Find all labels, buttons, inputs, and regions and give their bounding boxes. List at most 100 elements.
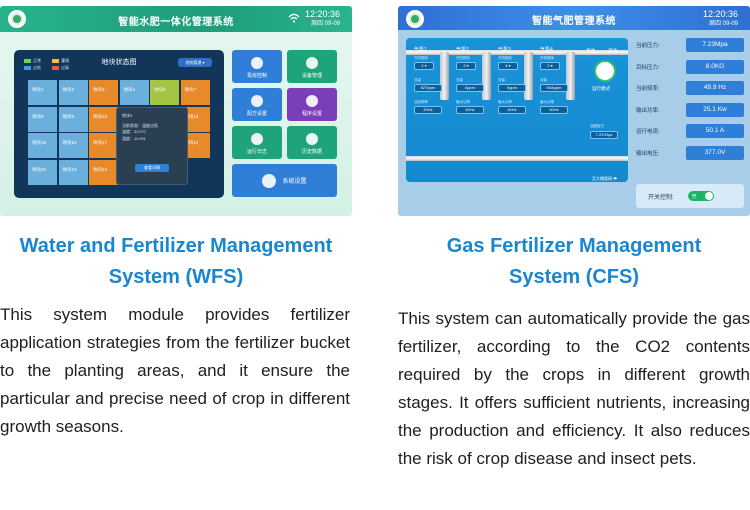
freq-label: 最大功率 — [456, 100, 470, 104]
function-tile[interactable]: 设备管理 — [287, 50, 337, 83]
readout-value: 8.0KG — [686, 59, 744, 74]
legend-swatch — [24, 59, 31, 63]
tile-icon — [251, 95, 263, 107]
tile-icon — [306, 57, 318, 69]
popup-title: 地块3 — [122, 113, 133, 118]
auto-mode-label[interactable]: 自动 — [608, 48, 617, 53]
legend-item: 灌溉 — [52, 58, 78, 64]
clock-date: 周四 09-09 — [708, 21, 738, 27]
plot-cell[interactable]: 地块7 — [180, 80, 210, 105]
plot-cell[interactable]: 地块3 — [89, 80, 118, 105]
tile-icon — [306, 95, 318, 107]
function-tiles: 泵房控制设备管理配方设置 程序设置运行日志 历史数据 — [232, 50, 337, 159]
plot-cell[interactable]: 地块8 — [28, 106, 57, 132]
gas-cylinder — [524, 52, 533, 100]
map-title: 地块状态图 — [101, 59, 137, 66]
plot-cell[interactable]: 地块23 — [58, 159, 88, 185]
tile-label: 配方设置 — [246, 111, 267, 117]
flow-value: 50Appm — [540, 84, 568, 92]
function-tile[interactable]: 程序设置 — [287, 88, 337, 121]
legend-item: 正常 — [24, 58, 50, 64]
order-select[interactable]: 4 ▾ — [498, 62, 518, 70]
order-select[interactable]: 1 ▾ — [414, 62, 434, 70]
tile-label: 历史数据 — [301, 149, 322, 155]
flow-label: 流量 — [456, 78, 463, 82]
freq-value: 40Hz — [540, 106, 568, 114]
top-pipe — [406, 50, 628, 55]
function-tile[interactable]: 历史数据 — [287, 126, 337, 159]
flow-label: 流量 — [498, 78, 505, 82]
readout-label: 输出电压: — [636, 150, 660, 157]
plot-cell[interactable]: 地块2 — [58, 80, 88, 105]
settings-icon — [262, 173, 277, 188]
order-label: 开机顺序 — [498, 56, 512, 60]
clock-time: 12:20:36 — [702, 9, 738, 19]
readout-value: 49.9 Hz — [686, 81, 744, 95]
system-settings-button[interactable]: 系统设置 — [232, 164, 337, 197]
arrow-right-icon: ➡ — [613, 176, 618, 181]
plot-cell[interactable]: 地块4 — [119, 80, 149, 105]
function-tile[interactable]: 配方设置 — [232, 88, 282, 121]
plot-cell[interactable]: 地块15 — [28, 133, 57, 158]
gas-cylinder — [566, 52, 575, 100]
clock-time: 12:20:36 — [304, 9, 340, 19]
plot-cell[interactable]: 地块22 — [28, 159, 57, 185]
function-tile[interactable]: 运行日志 — [232, 126, 282, 159]
readout-label: 当前频率: — [636, 86, 660, 92]
pump-name: 气泵2 — [456, 47, 469, 53]
manual-mode-label[interactable]: 手动 — [586, 48, 595, 53]
readout-label: 目标压力: — [636, 64, 660, 71]
plot-cell[interactable]: 地块24 — [89, 159, 118, 185]
function-tile[interactable]: 泵房控制 — [232, 50, 282, 83]
freq-value: 40Hz — [498, 106, 526, 114]
tile-icon — [306, 133, 318, 145]
legend-swatch — [24, 66, 31, 70]
cfs-heading: Gas Fertilizer Management System (CFS) — [398, 231, 750, 293]
flow-label: 流量 — [414, 78, 421, 82]
legend-label: 过高 — [61, 65, 69, 70]
plot-cell[interactable]: 地块17 — [89, 133, 118, 158]
readout-value: 25.1 Kw — [686, 102, 744, 117]
wfs-clock: 12:20:36 周四 09-09 — [305, 9, 340, 29]
readout-row: 当前频率: 49.9 Hz — [636, 81, 744, 95]
legend-item: 过低 — [24, 65, 50, 71]
wfs-heading: Water and Fertilizer Management System (… — [0, 231, 352, 293]
pump-name: 气泵4 — [540, 47, 553, 53]
order-select[interactable]: 3 ▾ — [456, 62, 476, 70]
plot-cell[interactable]: 地块5 — [150, 80, 179, 105]
readout-value: 7.23Mpa — [686, 38, 744, 52]
clock-date: 周四 09-09 — [310, 21, 340, 27]
tile-label: 运行日志 — [246, 149, 267, 155]
plot-cell[interactable]: 地块16 — [58, 133, 88, 158]
order-select[interactable]: 2 ▾ — [540, 62, 560, 70]
cfs-heading-line1: Gas Fertilizer Management — [446, 235, 702, 257]
cfs-heading-line2: System (CFS) — [508, 266, 640, 288]
legend-label: 灌溉 — [61, 58, 69, 63]
wifi-icon — [288, 13, 300, 23]
legend-label: 过低 — [33, 65, 41, 70]
popup-line: 当前状态：温度过低 — [122, 122, 158, 128]
plot-management-dropdown[interactable]: 地块管理 ▾ — [178, 58, 212, 67]
gas-cylinder — [482, 52, 491, 100]
plot-cell[interactable]: 地块10 — [89, 106, 118, 132]
readout-row: 输出电压:377.0V — [636, 145, 744, 160]
system-settings-label: 系统设置 — [282, 179, 307, 185]
gas-cylinder — [440, 52, 449, 100]
wfs-screenshot: 智能水肥一体化管理系统 12:20:36 周四 09-09 正常灌溉过低过高 地… — [0, 6, 352, 216]
switch-label: 开关控制: — [648, 194, 674, 201]
order-label: 开机顺序 — [540, 56, 554, 60]
run-mode-icon[interactable] — [594, 60, 616, 82]
view-details-button[interactable]: 查看详情 — [135, 164, 169, 172]
plot-cell[interactable]: 地块9 — [58, 106, 88, 132]
power-toggle[interactable]: 开 — [687, 191, 714, 201]
freq-label: 最大功率 — [498, 100, 512, 104]
order-label: 开机顺序 — [414, 56, 428, 60]
freq-value: 20Hz — [414, 106, 442, 114]
plot-cell[interactable]: 地块1 — [28, 80, 57, 105]
readout-row: 输出功率:25.1 Kw — [636, 102, 744, 117]
flow-label: 流量 — [540, 78, 547, 82]
